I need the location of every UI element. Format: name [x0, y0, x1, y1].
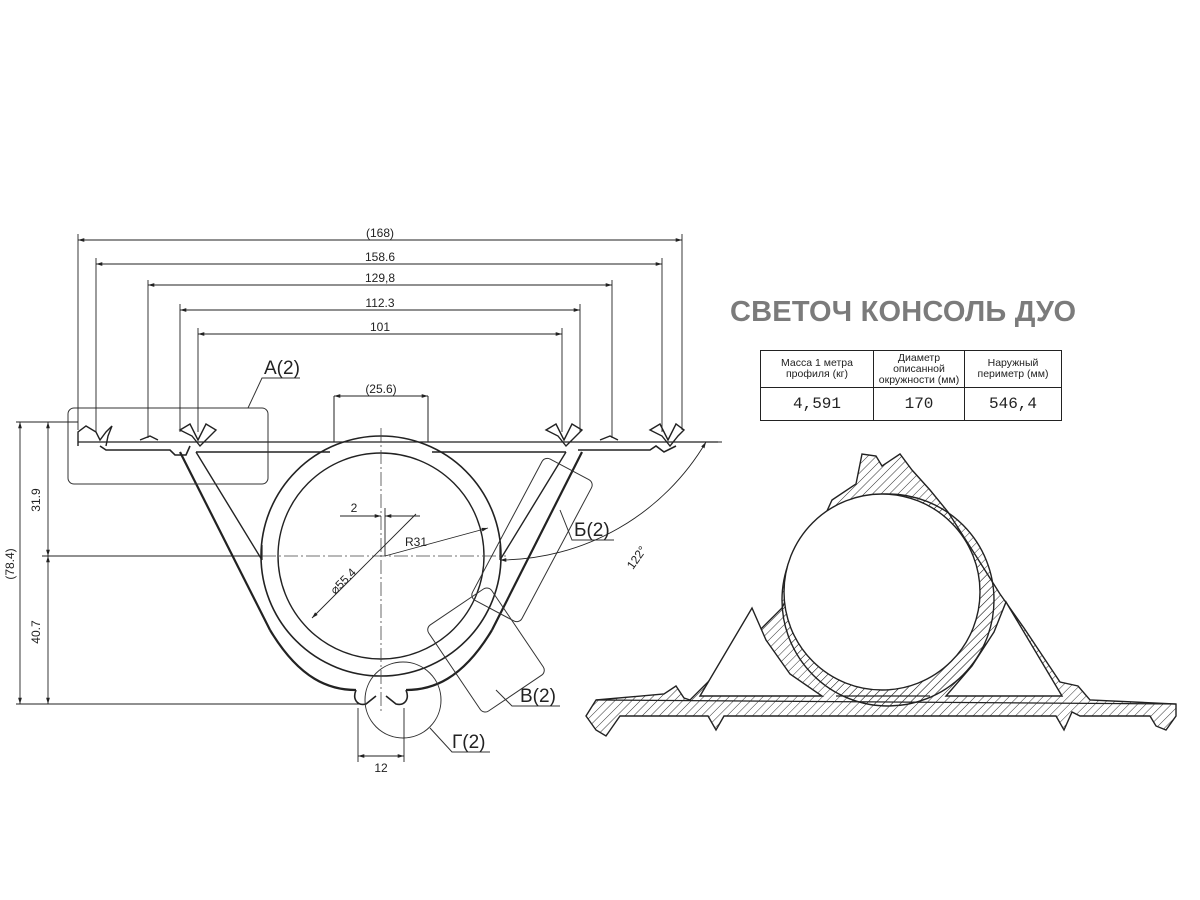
- foot: [353, 689, 409, 706]
- dim-angle: 122°: [624, 543, 650, 572]
- value-mass: 4,591: [760, 387, 874, 421]
- callout-labels: А(2) Б(2) В(2) Г(2): [264, 358, 610, 753]
- centerlines: [262, 428, 506, 712]
- profile-left-cavity: [698, 606, 825, 697]
- value-diameter: 170: [873, 387, 965, 421]
- profile-right-cavity: [944, 600, 1064, 697]
- callout-g: Г(2): [452, 732, 486, 753]
- dim-width-158: 158.6: [365, 250, 395, 264]
- callout-a: А(2): [264, 358, 300, 379]
- dim-slot-width: (25.6): [365, 382, 396, 396]
- slot: [333, 396, 429, 442]
- dim-foot-width: 12: [374, 761, 388, 775]
- product-title: СВЕТОЧ КОНСОЛЬ ДУО: [730, 296, 1077, 328]
- right-web: [491, 451, 583, 631]
- detail-a-frame: [67, 407, 269, 485]
- outer-shell: [269, 629, 493, 692]
- profile-tube-bore: [783, 493, 981, 691]
- header-perimeter: Наружный периметр (мм): [964, 350, 1062, 388]
- dim-height-bottom: 40.7: [29, 620, 43, 644]
- profile-view: [585, 453, 1177, 737]
- section-view: [77, 396, 718, 706]
- callout-b: Б(2): [574, 520, 610, 541]
- dim-diameter: ⌀55.4: [327, 565, 359, 597]
- dim-width-129: 129,8: [365, 271, 395, 285]
- header-mass: Масса 1 метра профиля (кг): [760, 350, 874, 388]
- header-diameter: Диаметр описанной окружности (мм): [873, 350, 965, 388]
- detail-g-frame: [364, 661, 442, 739]
- callout-v: В(2): [520, 686, 556, 707]
- left-web: [179, 451, 271, 631]
- dim-radius: R31: [405, 535, 427, 549]
- value-perimeter: 546,4: [964, 387, 1062, 421]
- dim-overall-width: (168): [366, 226, 394, 240]
- properties-table: Масса 1 метра профиля (кг) Диаметр описа…: [760, 350, 1062, 421]
- dim-overall-height: (78.4): [3, 548, 17, 579]
- dim-width-101: 101: [370, 320, 390, 334]
- dim-width-112: 112.3: [365, 296, 394, 310]
- dim-height-top: 31.9: [29, 488, 43, 512]
- detail-v-frame: [427, 587, 545, 713]
- dim-offset: 2: [351, 501, 358, 515]
- dimension-lines: [16, 234, 722, 762]
